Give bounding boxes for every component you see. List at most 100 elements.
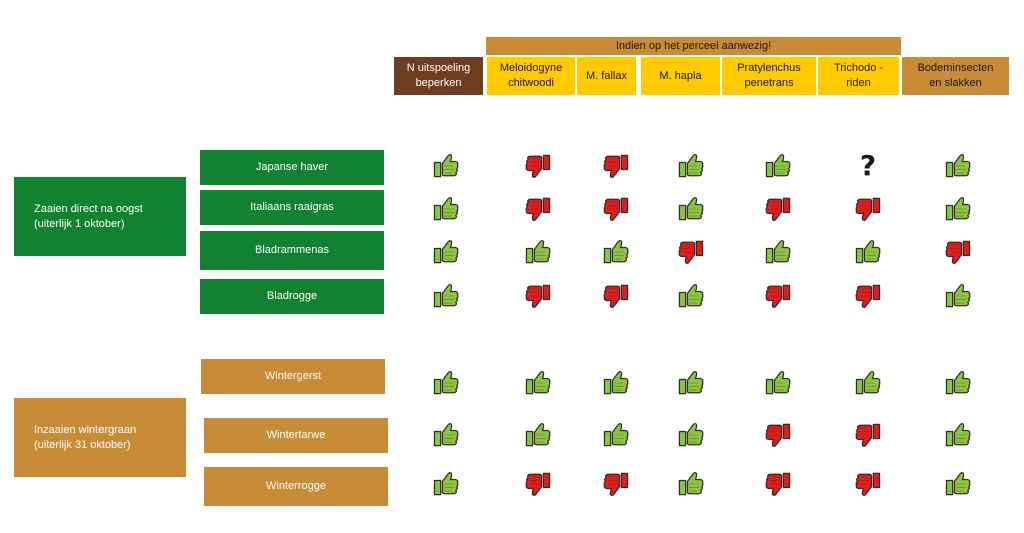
col-header-bodeminsecten: Bodeminsecten en slakken bbox=[902, 57, 1009, 95]
thumbs-up-icon-shape bbox=[433, 154, 459, 178]
group-label-zaaien: Zaaien direct na oogst (uiterlijk 1 okto… bbox=[14, 177, 186, 256]
thumbs-up-icon bbox=[428, 367, 464, 399]
thumbs-down-icon-shape bbox=[678, 240, 704, 264]
thumbs-down-icon bbox=[850, 280, 886, 312]
thumbs-down-icon bbox=[760, 468, 796, 500]
thumbs-down-icon bbox=[850, 468, 886, 500]
thumbs-down-icon-shape bbox=[855, 284, 881, 308]
thumbs-down-icon bbox=[760, 193, 796, 225]
thumbs-up-icon-shape bbox=[525, 240, 551, 264]
thumbs-down-icon bbox=[850, 193, 886, 225]
thumbs-up-icon-shape bbox=[678, 472, 704, 496]
thumbs-up-icon bbox=[520, 367, 556, 399]
thumbs-up-icon-shape bbox=[603, 240, 629, 264]
thumbs-up-icon bbox=[598, 419, 634, 451]
thumbs-up-icon bbox=[520, 419, 556, 451]
thumbs-down-icon-shape bbox=[855, 472, 881, 496]
thumbs-down-icon bbox=[850, 419, 886, 451]
thumbs-up-icon-shape bbox=[678, 284, 704, 308]
thumbs-up-icon bbox=[850, 367, 886, 399]
thumbs-down-icon-shape bbox=[765, 197, 791, 221]
thumbs-up-icon-shape bbox=[945, 423, 971, 447]
thumbs-down-icon-shape bbox=[603, 472, 629, 496]
thumbs-up-icon-shape bbox=[855, 371, 881, 395]
thumbs-down-icon bbox=[598, 280, 634, 312]
crop-label-winterrogge: Winterrogge bbox=[204, 467, 388, 506]
thumbs-down-icon-shape bbox=[603, 154, 629, 178]
thumbs-up-icon bbox=[520, 236, 556, 268]
thumbs-up-icon bbox=[673, 367, 709, 399]
thumbs-down-icon bbox=[598, 193, 634, 225]
thumbs-up-icon-shape bbox=[945, 371, 971, 395]
thumbs-up-icon bbox=[428, 280, 464, 312]
thumbs-up-icon-shape bbox=[525, 423, 551, 447]
thumbs-down-icon bbox=[520, 150, 556, 182]
thumbs-down-icon-shape bbox=[525, 154, 551, 178]
thumbs-up-icon-shape bbox=[678, 197, 704, 221]
col-header-trichodoriden: Trichodo - riden bbox=[818, 57, 899, 95]
crop-label-japanse-haver: Japanse haver bbox=[200, 150, 384, 185]
thumbs-down-icon-shape bbox=[603, 284, 629, 308]
thumbs-up-icon-shape bbox=[433, 240, 459, 264]
thumbs-down-icon bbox=[520, 468, 556, 500]
thumbs-down-icon-shape bbox=[525, 472, 551, 496]
thumbs-up-icon-shape bbox=[433, 472, 459, 496]
thumbs-down-icon-shape bbox=[765, 284, 791, 308]
question-mark-glyph: ? bbox=[859, 149, 877, 182]
thumbs-up-icon-shape bbox=[433, 197, 459, 221]
thumbs-down-icon-shape bbox=[525, 284, 551, 308]
thumbs-up-icon-shape bbox=[678, 423, 704, 447]
thumbs-up-icon bbox=[428, 193, 464, 225]
thumbs-down-icon bbox=[520, 280, 556, 312]
thumbs-up-icon bbox=[673, 280, 709, 312]
col-header-m-fallax: M. fallax bbox=[577, 57, 636, 95]
thumbs-up-icon-shape bbox=[945, 284, 971, 308]
thumbs-down-icon bbox=[598, 468, 634, 500]
crop-label-wintertarwe: Wintertarwe bbox=[204, 418, 388, 453]
thumbs-up-icon bbox=[673, 419, 709, 451]
thumbs-up-icon-shape bbox=[945, 154, 971, 178]
thumbs-up-icon bbox=[940, 280, 976, 312]
group-label-inzaaien: Inzaaien wintergraan (uiterlijk 31 oktob… bbox=[14, 398, 186, 477]
question-mark-icon: ? bbox=[850, 150, 886, 182]
thumbs-down-icon-shape bbox=[945, 240, 971, 264]
thumbs-down-icon bbox=[520, 193, 556, 225]
thumbs-down-icon bbox=[760, 419, 796, 451]
crop-label-wintergerst: Wintergerst bbox=[201, 359, 385, 394]
thumbs-down-icon bbox=[940, 236, 976, 268]
thumbs-up-icon bbox=[940, 367, 976, 399]
thumbs-up-icon-shape bbox=[603, 371, 629, 395]
thumbs-down-icon-shape bbox=[765, 472, 791, 496]
col-header-n-uitspoeling: N uitspoeling beperken bbox=[394, 57, 483, 95]
thumbs-up-icon bbox=[598, 367, 634, 399]
thumbs-up-icon-shape bbox=[433, 423, 459, 447]
thumbs-down-icon-shape bbox=[855, 197, 881, 221]
thumbs-up-icon bbox=[428, 236, 464, 268]
thumbs-up-icon-shape bbox=[945, 197, 971, 221]
thumbs-down-icon bbox=[598, 150, 634, 182]
thumbs-down-icon-shape bbox=[855, 423, 881, 447]
thumbs-up-icon-shape bbox=[433, 284, 459, 308]
thumbs-up-icon bbox=[940, 193, 976, 225]
thumbs-up-icon bbox=[428, 419, 464, 451]
thumbs-up-icon bbox=[850, 236, 886, 268]
thumbs-up-icon bbox=[760, 236, 796, 268]
thumbs-down-icon-shape bbox=[765, 423, 791, 447]
thumbs-up-icon bbox=[673, 150, 709, 182]
header-group-title: Indien op het perceel aanwezig! bbox=[486, 37, 901, 55]
thumbs-up-icon bbox=[760, 367, 796, 399]
thumbs-up-icon-shape bbox=[433, 371, 459, 395]
thumbs-down-icon bbox=[673, 236, 709, 268]
thumbs-up-icon bbox=[428, 468, 464, 500]
thumbs-up-icon bbox=[673, 468, 709, 500]
thumbs-up-icon-shape bbox=[678, 154, 704, 178]
thumbs-down-icon-shape bbox=[603, 197, 629, 221]
thumbs-up-icon-shape bbox=[765, 371, 791, 395]
thumbs-up-icon-shape bbox=[765, 154, 791, 178]
col-header-pratylenchus: Pratylenchus penetrans bbox=[722, 57, 816, 95]
crop-label-bladrammenas: Bladrammenas bbox=[200, 231, 384, 270]
thumbs-up-icon-shape bbox=[945, 472, 971, 496]
thumbs-up-icon-shape bbox=[855, 240, 881, 264]
crop-label-italiaans-raaigras: Italiaans raaigras bbox=[200, 190, 384, 225]
thumbs-up-icon bbox=[940, 150, 976, 182]
